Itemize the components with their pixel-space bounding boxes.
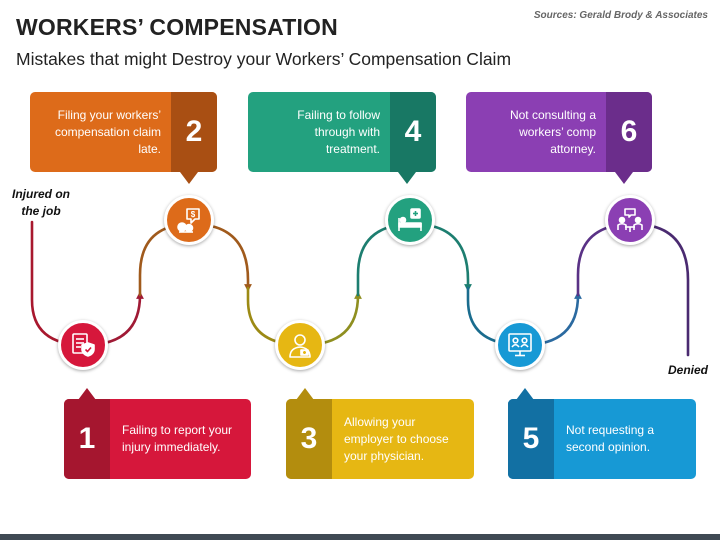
step-3-number: 3 — [286, 399, 332, 479]
patient-bed-icon — [398, 208, 422, 231]
step-6-number: 6 — [606, 92, 652, 172]
document-shield-icon — [72, 333, 95, 357]
step-card-3: 3 Allowing your employer to choose your … — [286, 399, 474, 479]
doctors-comparison-icon — [508, 333, 532, 357]
end-label: Denied — [667, 363, 708, 377]
step-5-text: Not requesting a second opinion. — [566, 423, 655, 454]
pointer-2 — [180, 172, 198, 184]
step-3-text: Allowing your employer to choose your ph… — [344, 414, 449, 463]
start-label: Injured on the job — [12, 187, 70, 218]
page-title: WORKERS’ COMPENSATION — [16, 14, 338, 40]
svg-text:$: $ — [191, 210, 196, 219]
step-4-text: Failing to follow through with treatment… — [297, 107, 380, 156]
source-note: Sources: Gerald Brody & Associates — [533, 10, 708, 21]
step-4-node — [385, 195, 435, 245]
step-5-node — [495, 320, 545, 370]
step-4-number: 4 — [390, 92, 436, 172]
step-2-number: 2 — [171, 92, 217, 172]
page-subtitle: Mistakes that might Destroy your Workers… — [16, 49, 512, 69]
pointer-5 — [516, 388, 534, 400]
step-2-node: $ — [164, 195, 214, 245]
pointer-6 — [615, 172, 633, 184]
step-card-6: Not consulting a workers’ comp attorney.… — [466, 92, 652, 172]
doctor-icon — [289, 334, 311, 358]
attorney-meeting-icon — [617, 208, 643, 232]
step-card-2: Filing your workers’ compensation claim … — [30, 92, 217, 172]
step-card-4: Failing to follow through with treatment… — [248, 92, 436, 172]
step-2-text: Filing your workers’ compensation claim … — [54, 107, 161, 156]
step-5-number: 5 — [508, 399, 554, 479]
step-1-number: 1 — [64, 399, 110, 479]
money-bags-icon: $ — [177, 208, 200, 233]
pointer-1 — [78, 388, 96, 400]
step-1-text: Failing to report your injury immediatel… — [122, 423, 233, 454]
step-6-node — [605, 195, 655, 245]
pointer-3 — [296, 388, 314, 400]
connector-end — [631, 222, 690, 357]
step-card-5: 5 Not requesting a second opinion. — [508, 399, 696, 479]
step-3-node — [275, 320, 325, 370]
step-6-text: Not consulting a workers’ comp attorney. — [509, 107, 596, 156]
footer-bar — [0, 534, 720, 540]
pointer-4 — [398, 172, 416, 184]
step-card-1: 1 Failing to report your injury immediat… — [64, 399, 251, 479]
step-1-node — [58, 320, 108, 370]
